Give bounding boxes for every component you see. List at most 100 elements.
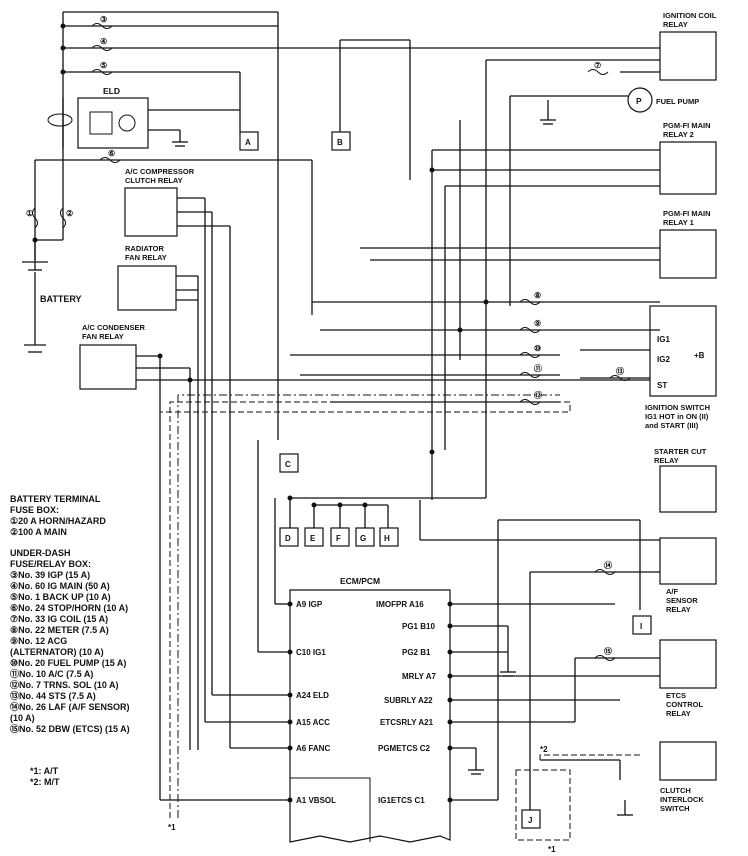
ignition-switch-label-1: IGNITION SWITCH: [645, 403, 710, 412]
underdash-item-3: ③No. 39 IGP (15 A): [10, 570, 90, 580]
fuse-9-label: ⑨: [534, 319, 541, 328]
fuse-labels: ③ ④ ⑤ ⑥ ⑦ ⑧ ⑨ ⑩ ⑪ ⑫ ⑬ ⑭ ⑮ ① ②: [26, 15, 624, 656]
ecm-title: ECM/PCM: [340, 576, 380, 586]
starter-cut-relay-label-1: STARTER CUT: [654, 447, 707, 456]
fuse-14-label: ⑭: [604, 560, 612, 570]
battery-symbol: BATTERY: [22, 239, 82, 353]
ignition-coil-relay-label-1: IGNITION COIL: [663, 11, 717, 20]
underdash-item-5: ⑤No. 1 BACK UP (10 A): [10, 592, 111, 602]
fuse-3-label: ③: [100, 15, 107, 24]
underdash-item-7: ⑦No. 33 IG COIL (15 A): [10, 614, 108, 624]
ecm-pin-etcsrly: ETCSRLY A21: [380, 718, 434, 727]
battery-box-item-2: ②100 A MAIN: [10, 527, 67, 537]
ecm-pin-a9-igp: A9 IGP: [296, 600, 323, 609]
connector-i: I: [640, 622, 642, 631]
ecm-pin-pg1: PG1 B10: [402, 622, 435, 631]
ecm-pcm: ECM/PCM A9 IGP C10 IG1 A24 ELD A15 ACC A…: [287, 576, 453, 843]
underdash-item-12: ⑫No. 7 TRNS. SOL (10 A): [10, 679, 119, 690]
ac-condenser-fan-relay-label-2: FAN RELAY: [82, 332, 124, 341]
starter-cut-relay: STARTER CUT RELAY: [654, 447, 717, 513]
note-mark-1-left: *1: [168, 823, 176, 832]
fuel-pump: P FUEL PUMP: [510, 87, 699, 125]
ecm-pin-a24-eld: A24 ELD: [296, 691, 329, 700]
fuse-6-label: ⑥: [108, 149, 115, 158]
af-sensor-relay-label-2: SENSOR: [666, 596, 698, 605]
battery-box-item-1: ①20 A HORN/HAZARD: [10, 516, 106, 526]
eld-label: ELD: [103, 86, 120, 96]
radiator-fan-relay-label-2: FAN RELAY: [125, 253, 167, 262]
ecm-pin-c10-ig1: C10 IG1: [296, 648, 326, 657]
fuse-7-label: ⑦: [594, 61, 601, 70]
eld: ELD: [47, 86, 240, 149]
ecm-pin-a6-fanc: A6 FANC: [296, 744, 330, 753]
ac-condenser-fan-relay-label-1: A/C CONDENSER: [82, 323, 146, 332]
clutch-interlock-label-2: INTERLOCK: [660, 795, 704, 804]
underdash-title-1: UNDER-DASH: [10, 548, 71, 558]
ecm-pin-pg2: PG2 B1: [402, 648, 431, 657]
fuse-4-label: ④: [100, 37, 107, 46]
fuse-10-label: ⑩: [534, 344, 541, 353]
underdash-item-13: ⑬No. 44 STS (7.5 A): [10, 690, 96, 701]
underdash-item-14b: (10 A): [10, 713, 35, 723]
ign-ig2-label: IG2: [657, 355, 670, 364]
note-mark-2: *2: [540, 745, 548, 754]
connector-g: G: [360, 534, 366, 543]
af-sensor-relay-label-1: A/F: [666, 587, 679, 596]
clutch-interlock-label-3: SWITCH: [660, 804, 690, 813]
clutch-interlock-label-1: CLUTCH: [660, 786, 691, 795]
connector-boxes: A B C D E F G H I J: [239, 131, 652, 829]
ign-ig1-label: IG1: [657, 335, 670, 344]
ignition-switch: IG1 IG2 ST +B IGNITION SWITCH IG1 HOT in…: [645, 305, 717, 430]
battery-box-title-2: FUSE BOX:: [10, 505, 59, 515]
ecm-pin-mrly: MRLY A7: [402, 672, 436, 681]
fuel-pump-label: FUEL PUMP: [656, 97, 699, 106]
starter-cut-relay-label-2: RELAY: [654, 456, 679, 465]
pgmfi-main-relay-1-label-1: PGM-FI MAIN: [663, 209, 711, 218]
connector-f: F: [336, 534, 341, 543]
pgmfi-main-relay-1: PGM-FI MAIN RELAY 1: [360, 209, 717, 279]
etcs-control-relay-label-2: CONTROL: [666, 700, 703, 709]
underdash-item-10: ⑩No. 20 FUEL PUMP (15 A): [10, 658, 126, 668]
note-2: *2: M/T: [30, 777, 60, 787]
underdash-item-14: ⑭No. 26 LAF (A/F SENSOR): [10, 701, 130, 712]
ecm-pin-a15-acc: A15 ACC: [296, 718, 330, 727]
underdash-item-4: ④No. 60 IG MAIN (50 A): [10, 581, 110, 591]
ecm-pin-ig1etcs: IG1ETCS C1: [378, 796, 425, 805]
fuse-11-label: ⑪: [534, 363, 542, 373]
clutch-interlock-switch: CLUTCH INTERLOCK SWITCH: [617, 741, 717, 816]
ignition-switch-label-2: IG1 HOT in ON (II): [645, 412, 709, 421]
junctions: [32, 23, 489, 508]
ignition-switch-label-3: and START (III): [645, 421, 699, 430]
ignition-coil-relay: IGNITION COIL RELAY: [486, 11, 717, 81]
ignition-coil-relay-label-2: RELAY: [663, 20, 688, 29]
note-mark-1-right: *1: [548, 845, 556, 854]
legend: BATTERY TERMINAL FUSE BOX: ①20 A HORN/HA…: [10, 494, 130, 787]
fuse-13-label: ⑬: [616, 366, 624, 376]
ac-condenser-fan-relay: A/C CONDENSER FAN RELAY: [79, 323, 660, 390]
underdash-title-2: FUSE/RELAY BOX:: [10, 559, 91, 569]
battery-box-title-1: BATTERY TERMINAL: [10, 494, 101, 504]
radiator-fan-relay-label-1: RADIATOR: [125, 244, 164, 253]
underdash-item-11: ⑪No. 10 A/C (7.5 A): [10, 668, 93, 679]
note-1: *1: A/T: [30, 766, 59, 776]
ign-b-label: +B: [694, 351, 705, 360]
fuse-15-label: ⑮: [604, 646, 612, 656]
ac-compressor-clutch-relay-label-1: A/C COMPRESSOR: [125, 167, 195, 176]
ign-st-label: ST: [657, 381, 667, 390]
pgmfi-main-relay-2: PGM-FI MAIN RELAY 2: [432, 121, 717, 195]
fuse-1-label: ①: [26, 209, 33, 218]
af-sensor-relay: A/F SENSOR RELAY: [659, 537, 717, 614]
connector-a: A: [245, 138, 251, 147]
fuse-5-label: ⑤: [100, 61, 107, 70]
battery-label: BATTERY: [40, 294, 82, 304]
connector-b: B: [337, 138, 343, 147]
ac-compressor-clutch-relay: A/C COMPRESSOR CLUTCH RELAY: [124, 167, 230, 237]
connector-h: H: [384, 534, 390, 543]
etcs-control-relay: ETCS CONTROL RELAY: [659, 639, 717, 718]
pgmfi-main-relay-2-label-1: PGM-FI MAIN: [663, 121, 711, 130]
fuse-12-label: ⑫: [534, 390, 542, 400]
fuse-8-label: ⑧: [534, 291, 541, 300]
underdash-item-9b: (ALTERNATOR) (10 A): [10, 647, 104, 657]
optional-wiring: [160, 394, 640, 841]
